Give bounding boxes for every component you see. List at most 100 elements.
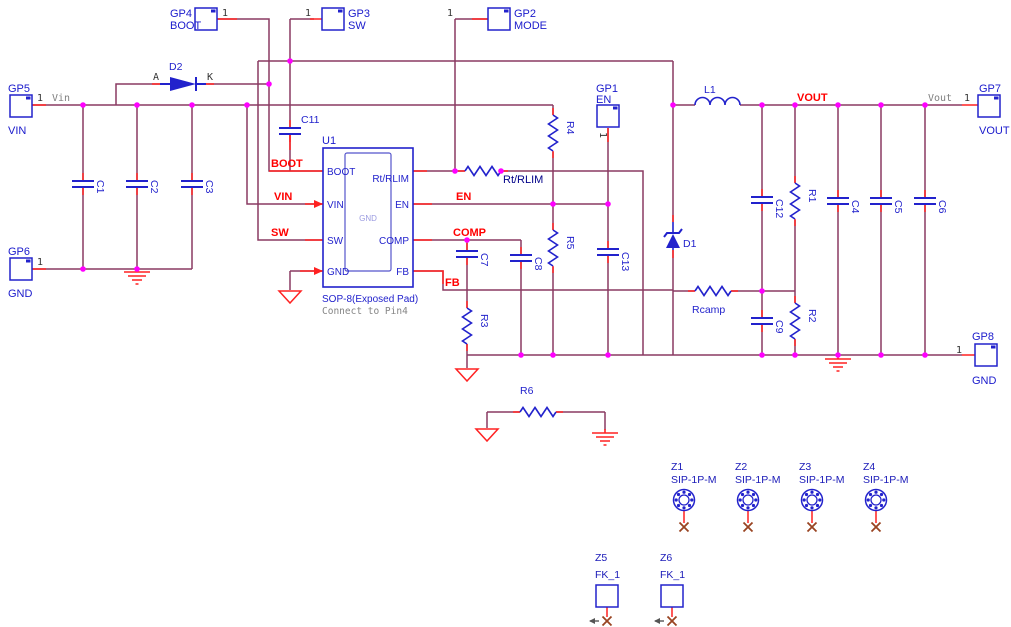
component-r5[interactable]: R5 xyxy=(547,222,577,274)
u1-ref[interactable]: U1 xyxy=(322,135,336,147)
u1-pin-sw: SW xyxy=(327,236,344,247)
port-gp1[interactable]: GP1 EN 1 xyxy=(596,83,620,138)
net-label-comp[interactable]: COMP xyxy=(453,227,486,239)
component-c11[interactable]: C11 xyxy=(278,114,320,143)
u1-pin-rtrlim: Rt/RLIM xyxy=(372,174,409,185)
port-gp4[interactable]: GP4 BOOT 1 xyxy=(170,7,228,32)
port-gp7-net: VOUT xyxy=(979,125,1010,137)
component-c12[interactable]: C12 xyxy=(750,188,785,218)
c4-ref: C4 xyxy=(849,200,861,214)
component-l1[interactable]: L1 xyxy=(694,84,741,106)
net-label-vout-wire[interactable]: Vout xyxy=(928,93,952,104)
port-gp8-ref: GP8 xyxy=(972,331,994,343)
component-r2[interactable]: R2 xyxy=(789,295,819,347)
port-gp5-pin: 1 xyxy=(37,93,43,104)
port-gp3-pin: 1 xyxy=(305,8,311,19)
port-gp5-net: VIN xyxy=(8,125,26,137)
component-z1[interactable]: Z1 SIP-1P-M xyxy=(671,461,717,533)
component-c8[interactable]: C8 xyxy=(509,246,544,271)
u1-pin-comp: COMP xyxy=(379,236,409,247)
net-label-fb[interactable]: FB xyxy=(445,277,460,289)
r2-ref: R2 xyxy=(806,309,818,323)
c8-ref: C8 xyxy=(532,257,544,271)
r3-ref: R3 xyxy=(478,314,490,328)
port-gp1-net: EN xyxy=(596,94,611,106)
component-c2[interactable]: C2 xyxy=(125,172,160,196)
port-gp8-net: GND xyxy=(972,375,997,387)
port-gp2-ref: GP2 xyxy=(514,8,536,20)
d2-ref: D2 xyxy=(169,61,183,73)
component-r3[interactable]: R3 xyxy=(461,300,491,352)
wire-arrow-gnd xyxy=(314,267,323,275)
net-label-en[interactable]: EN xyxy=(456,191,471,203)
component-d2[interactable]: D2 A K xyxy=(153,61,213,91)
component-c4[interactable]: C4 xyxy=(826,189,861,214)
cursor-arrow-icon xyxy=(589,618,595,624)
component-c6[interactable]: C6 xyxy=(913,189,948,214)
component-r4[interactable]: R4 xyxy=(547,107,577,159)
port-gp4-ref: GP4 xyxy=(170,8,192,20)
port-gp3[interactable]: GP3 SW 1 xyxy=(305,7,370,32)
ground-symbol-r3[interactable] xyxy=(455,368,479,382)
port-gp6-ref: GP6 xyxy=(8,246,30,258)
wire-arrow-vin xyxy=(314,200,323,208)
ground-symbol-u1[interactable] xyxy=(278,290,302,304)
component-z5[interactable]: Z5 FK_1 xyxy=(589,552,620,627)
component-z6[interactable]: Z6 FK_1 xyxy=(654,552,685,627)
component-c5[interactable]: C5 xyxy=(869,189,904,214)
port-gp7-ref: GP7 xyxy=(979,83,1001,95)
u1-pin-en: EN xyxy=(395,200,409,211)
component-c7[interactable]: C7 xyxy=(455,242,490,267)
net-label-vin[interactable]: VIN xyxy=(274,191,292,203)
u1-pin-gnd: GND xyxy=(327,267,349,278)
u1-package[interactable]: SOP-8(Exposed Pad) xyxy=(322,294,418,305)
component-r6[interactable]: R6 xyxy=(512,385,564,418)
c3-ref: C3 xyxy=(203,180,215,194)
component-z3[interactable]: Z3 SIP-1P-M xyxy=(799,461,845,533)
c2-ref: C2 xyxy=(148,180,160,194)
component-c3[interactable]: C3 xyxy=(180,172,215,196)
net-label-boot[interactable]: BOOT xyxy=(271,158,303,170)
component-r1[interactable]: R1 xyxy=(789,175,819,227)
net-label-rt-rlim[interactable]: Rt/RLIM xyxy=(503,174,543,186)
port-gp7-pin: 1 xyxy=(964,93,970,104)
u1-pin-vin: VIN xyxy=(327,200,344,211)
port-gp1-ref: GP1 xyxy=(596,83,618,95)
port-gp2[interactable]: GP2 MODE 1 xyxy=(447,7,547,32)
d1-ref: D1 xyxy=(683,238,697,250)
component-z2[interactable]: Z2 SIP-1P-M xyxy=(735,461,781,533)
component-c1[interactable]: C1 xyxy=(71,172,106,196)
port-gp7[interactable]: GP7 VOUT 1 Vout xyxy=(928,83,1010,137)
component-d1[interactable]: D1 xyxy=(663,222,697,250)
d2-anode-label: A xyxy=(153,72,159,83)
port-gp6-pin: 1 xyxy=(37,257,43,268)
port-gp5[interactable]: GP5 VIN 1 Vin xyxy=(8,83,70,137)
z4-ref: Z4 xyxy=(863,461,875,473)
net-label-vin-wire[interactable]: Vin xyxy=(52,93,70,104)
port-gp3-net: SW xyxy=(348,20,366,32)
net-label-sw[interactable]: SW xyxy=(271,227,289,239)
r6-ref: R6 xyxy=(520,385,534,397)
component-c13[interactable]: C13 xyxy=(596,240,631,271)
component-u1[interactable]: U1 BOOT VIN SW GND Rt/RLIM EN COMP FB GN… xyxy=(314,135,418,317)
component-z4[interactable]: Z4 SIP-1P-M xyxy=(863,461,909,533)
u1-pad-label: GND xyxy=(359,214,377,223)
component-rcamp[interactable]: Rcamp xyxy=(687,285,739,317)
ground-symbol-r6-right[interactable] xyxy=(591,428,619,446)
port-gp4-pin: 1 xyxy=(222,8,228,19)
port-gp6[interactable]: GP6 GND 1 xyxy=(8,246,43,300)
z4-part: SIP-1P-M xyxy=(863,474,909,486)
port-gp1-pin: 1 xyxy=(597,132,608,138)
u1-pin-fb: FB xyxy=(396,267,409,278)
net-label-vout[interactable]: VOUT xyxy=(797,92,828,104)
z2-ref: Z2 xyxy=(735,461,747,473)
ground-symbol-r6-left[interactable] xyxy=(475,428,499,442)
c13-ref: C13 xyxy=(619,252,631,271)
z6-part: FK_1 xyxy=(660,569,685,581)
z3-part: SIP-1P-M xyxy=(799,474,845,486)
port-gp8[interactable]: GP8 GND 1 xyxy=(956,331,998,387)
component-c9[interactable]: C9 xyxy=(750,309,785,334)
z5-ref: Z5 xyxy=(595,552,607,564)
z2-part: SIP-1P-M xyxy=(735,474,781,486)
